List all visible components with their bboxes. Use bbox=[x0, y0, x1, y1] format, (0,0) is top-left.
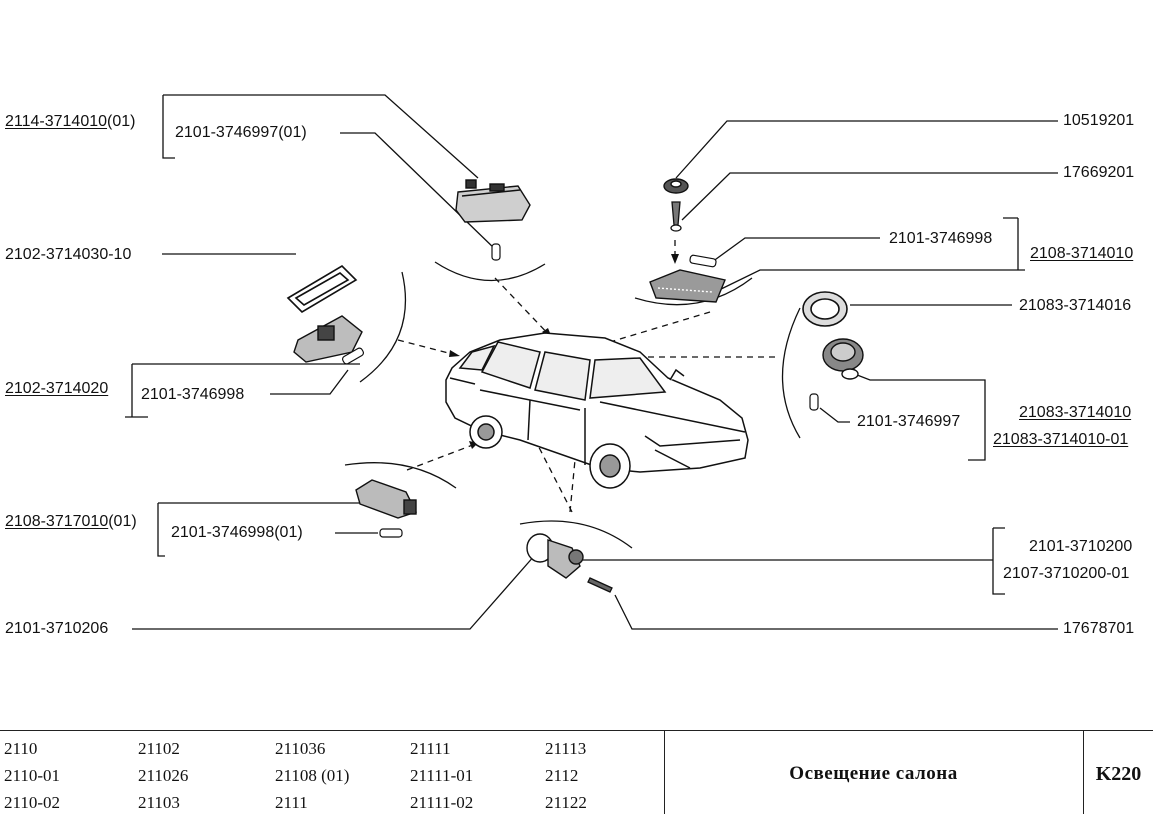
part-label-2101-3746998-01: 2101-3746998(01) bbox=[171, 524, 303, 541]
ceiling-lamp-icon bbox=[455, 179, 531, 223]
part-label-10519201: 10519201 bbox=[1063, 112, 1135, 129]
part-label-2101-3746998-left: 2101-3746998 bbox=[141, 386, 245, 403]
model-code: 21113 bbox=[545, 739, 587, 758]
trunk-lamp-icon bbox=[355, 479, 417, 519]
model-code: 2110-02 bbox=[4, 793, 61, 812]
part-label-2102-3714030-10: 2102-3714030-10 bbox=[5, 246, 132, 263]
divider bbox=[1083, 731, 1084, 814]
model-code: 21102 bbox=[138, 739, 180, 758]
model-code: 21111-01 bbox=[410, 766, 474, 785]
screw-icon bbox=[670, 201, 682, 232]
festoon-bulb-icon bbox=[379, 528, 403, 538]
car-icon bbox=[445, 332, 749, 489]
lamp-housing-icon bbox=[822, 338, 864, 380]
nut-icon bbox=[663, 178, 689, 194]
model-code: 211026 bbox=[138, 766, 189, 785]
section-title: Освещение салона bbox=[789, 763, 958, 784]
part-label-2107-3710200-01: 2107-3710200-01 bbox=[1003, 565, 1130, 582]
lamp-lens-icon bbox=[286, 264, 358, 314]
footer-table: 2110 2110-01 2110-02 21102 211026 21103 … bbox=[0, 730, 1153, 814]
part-label-21083-3714010-01: 21083-3714010-01 bbox=[993, 431, 1129, 448]
rear-lamp-icon bbox=[649, 269, 726, 303]
parts-diagram bbox=[125, 94, 1058, 630]
model-code: 21111-02 bbox=[410, 793, 474, 812]
part-label-2108-3714010: 2108-3714010 bbox=[1030, 245, 1134, 262]
part-label-21083-3714010: 21083-3714010 bbox=[1019, 404, 1132, 421]
festoon-bulb-icon bbox=[689, 254, 717, 268]
part-label-2101-3746997: 2101-3746997 bbox=[857, 413, 961, 430]
model-code: 21103 bbox=[138, 793, 180, 812]
model-code: 21122 bbox=[545, 793, 587, 812]
divider bbox=[664, 731, 665, 814]
model-code: 2110-01 bbox=[4, 766, 61, 785]
door-switch-icon bbox=[526, 533, 584, 579]
part-label-21083-3714016: 21083-3714016 bbox=[1019, 297, 1132, 314]
model-code: 2111 bbox=[275, 793, 308, 812]
model-code: 21111 bbox=[410, 739, 451, 758]
arc-separators bbox=[344, 261, 801, 549]
page-code: K220 bbox=[1095, 763, 1142, 785]
part-label-2114-3714010: 2114-3714010(01) bbox=[5, 113, 136, 130]
bulb-icon bbox=[809, 393, 819, 411]
festoon-bulb-icon bbox=[341, 347, 365, 365]
part-label-2101-3710206: 2101-3710206 bbox=[5, 620, 109, 637]
screw-icon bbox=[587, 577, 613, 593]
lamp-ring-icon bbox=[802, 291, 848, 327]
part-label-2101-3710200: 2101-3710200 bbox=[1029, 538, 1133, 555]
part-label-2101-3746998: 2101-3746998 bbox=[889, 230, 993, 247]
leader-lines bbox=[125, 94, 1058, 630]
model-code: 21108 (01) bbox=[275, 766, 350, 785]
model-code: 2112 bbox=[545, 766, 579, 785]
part-label-17669201: 17669201 bbox=[1063, 164, 1135, 181]
model-code: 2110 bbox=[4, 739, 38, 758]
part-label-2102-3714020: 2102-3714020 bbox=[5, 380, 109, 397]
part-label-2108-3717010: 2108-3717010(01) bbox=[5, 513, 137, 530]
part-label-2101-3746997-01: 2101-3746997(01) bbox=[175, 124, 307, 141]
part-label-17678701: 17678701 bbox=[1063, 620, 1135, 637]
bulb-icon bbox=[491, 243, 501, 261]
model-code: 211036 bbox=[275, 739, 326, 758]
